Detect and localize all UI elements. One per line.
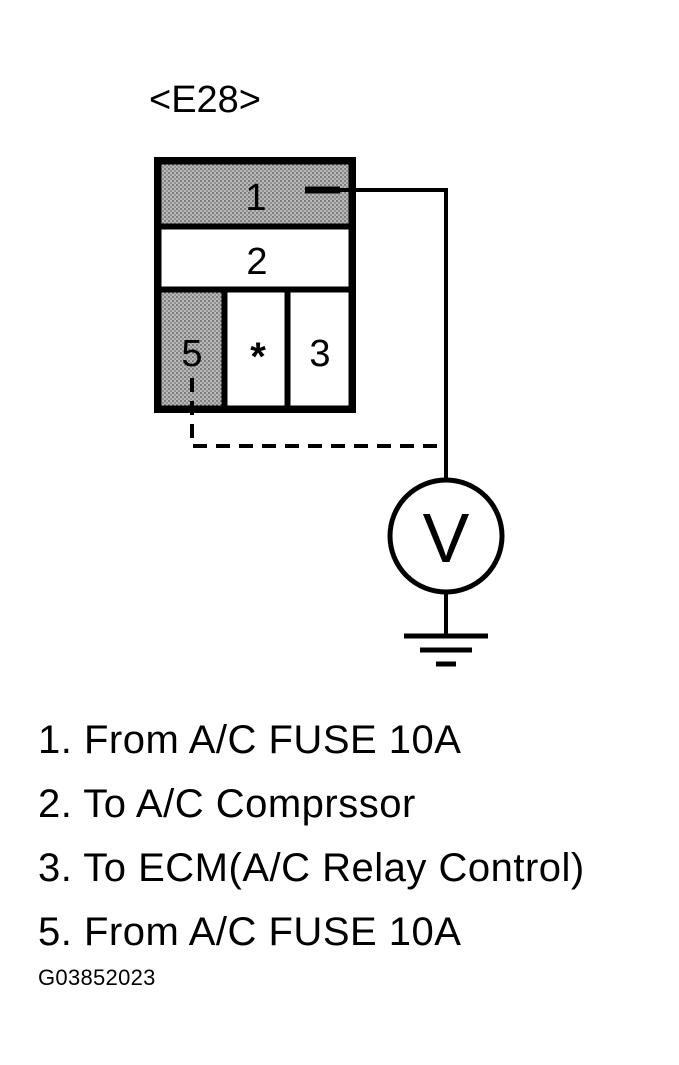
connector-e28: 1 2 5 * 3 xyxy=(154,157,356,413)
ground-symbol xyxy=(404,592,488,667)
pin-blank-cell xyxy=(224,289,288,409)
pin-3-label: 3 xyxy=(309,333,330,375)
legend-item: 5. From A/C FUSE 10A xyxy=(38,910,462,954)
legend-item: 2. To A/C Comprssor xyxy=(38,782,416,826)
pin-legend: 1. From A/C FUSE 10A 2. To A/C Comprssor… xyxy=(38,708,585,964)
connector-label: <E28> xyxy=(149,79,261,121)
pin-1-cell xyxy=(158,161,352,227)
pin-2-label: 2 xyxy=(246,241,267,283)
connector-test-diagram: <E28> 1 2 5 * 3 V xyxy=(149,79,505,667)
pin-1-label: 1 xyxy=(245,177,266,219)
probe-lead-pin5-dashed xyxy=(190,378,446,448)
figure-id: G03852023 xyxy=(38,965,156,990)
probe-lead-pin1 xyxy=(312,188,448,480)
pin-3-cell xyxy=(287,289,352,409)
pin-2-cell xyxy=(158,226,352,290)
legend-item: 1. From A/C FUSE 10A xyxy=(38,718,462,762)
voltmeter: V xyxy=(387,477,505,595)
legend-item: 3. To ECM(A/C Relay Control) xyxy=(38,846,585,890)
voltmeter-symbol: V xyxy=(423,499,470,577)
pin-blank-label: * xyxy=(250,335,266,379)
pin-5-label: 5 xyxy=(181,333,202,375)
